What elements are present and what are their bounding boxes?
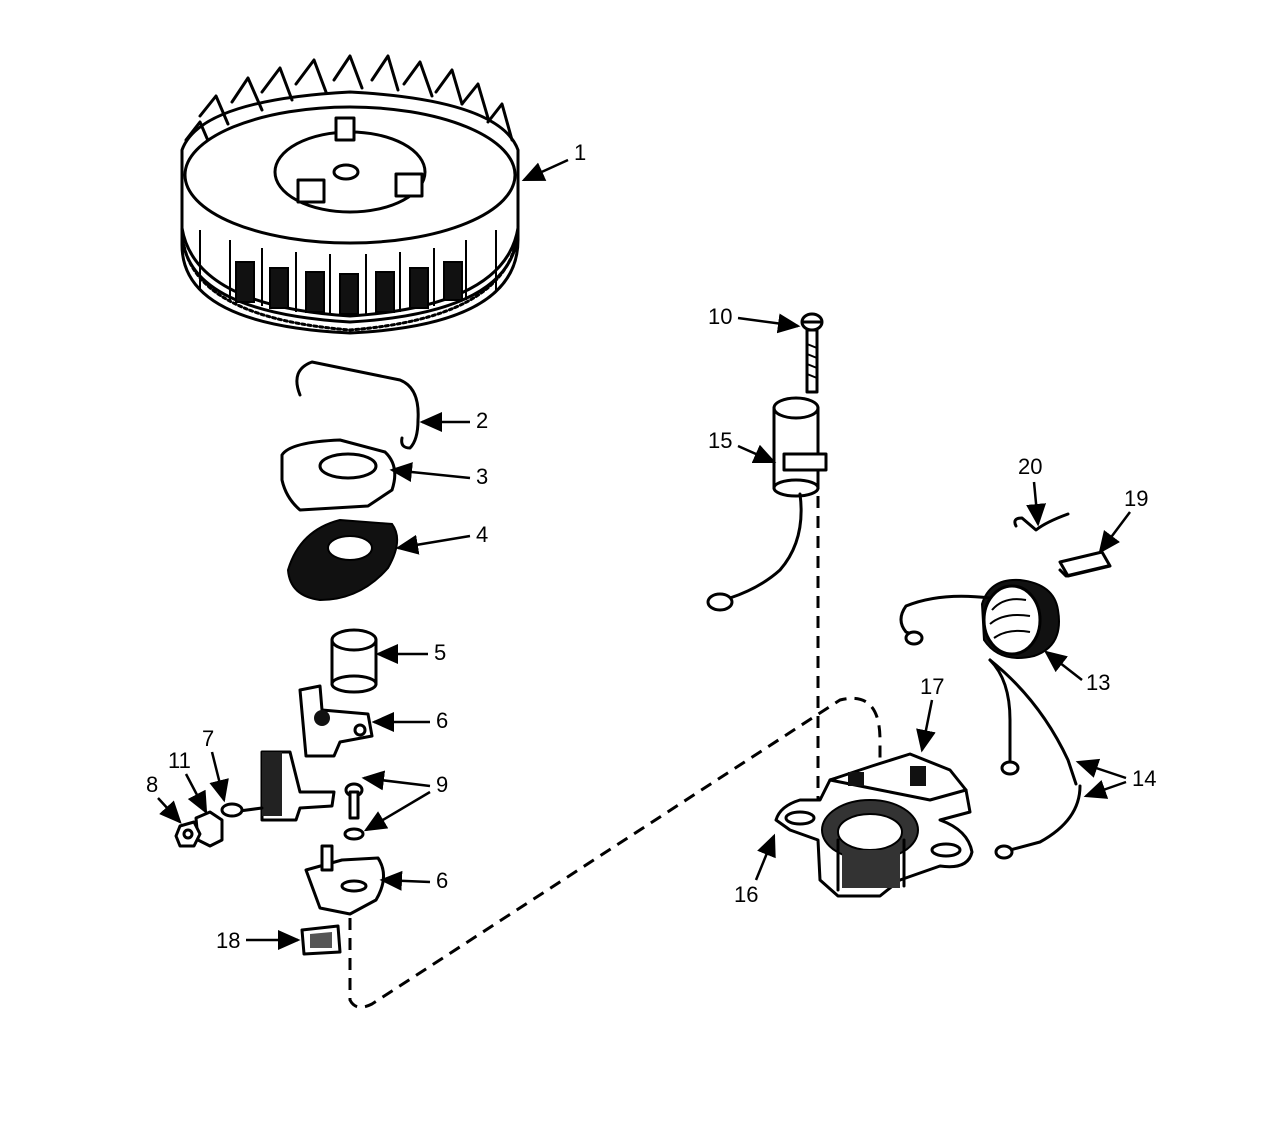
leads-part-14 (988, 658, 1082, 860)
label-10: 10 (708, 304, 732, 329)
label-11: 11 (168, 748, 191, 773)
felt-part-18 (300, 924, 342, 956)
callout-4: 4 (395, 522, 488, 555)
label-1: 1 (574, 140, 586, 165)
label-18: 18 (216, 928, 240, 953)
breaker-cover-part-3 (280, 438, 397, 512)
spring-part-20 (1013, 512, 1070, 532)
label-14: 14 (1132, 766, 1156, 791)
label-19: 19 (1124, 486, 1148, 511)
label-8: 8 (146, 772, 158, 797)
callout-9: 9 (361, 770, 448, 832)
wire-routing-dashed-line (348, 697, 882, 1009)
label-6-upper: 6 (436, 708, 448, 733)
bracket-part-11 (194, 810, 224, 848)
callout-7: 7 (202, 726, 229, 803)
nut-part-8 (174, 820, 202, 848)
label-20: 20 (1018, 454, 1042, 479)
washer-part-7 (220, 802, 244, 818)
callout-16: 16 (734, 833, 776, 907)
label-2: 2 (476, 408, 488, 433)
screw-part-10 (800, 312, 824, 394)
gasket-part-4 (286, 518, 399, 602)
label-5: 5 (434, 640, 446, 665)
callout-18: 18 (216, 928, 301, 953)
callout-17: 17 (916, 674, 944, 753)
contact-point-assembly (174, 750, 336, 848)
callout-13: 13 (1044, 650, 1110, 695)
ignition-coil-part-13 (899, 578, 1060, 659)
label-7: 7 (202, 726, 214, 751)
label-9: 9 (436, 772, 448, 797)
screw-part-9 (343, 782, 365, 841)
mounting-bracket-part-17 (828, 752, 968, 802)
label-6-lower: 6 (436, 868, 448, 893)
clip-part-19 (1058, 550, 1112, 578)
breaker-plate-part-6 (304, 844, 385, 916)
callout-20: 20 (1018, 454, 1047, 527)
callout-5: 5 (375, 640, 446, 665)
callout-6-lower: 6 (379, 868, 448, 893)
callout-2: 2 (419, 408, 488, 433)
breaker-arm-part-6 (298, 684, 374, 758)
callout-3: 3 (389, 462, 488, 489)
callout-6-upper: 6 (371, 708, 448, 733)
label-13: 13 (1086, 670, 1110, 695)
label-16: 16 (734, 882, 758, 907)
spring-clip-part-2 (295, 360, 420, 450)
callout-11: 11 (168, 748, 208, 815)
stator-housing-part-16 (774, 752, 974, 898)
label-4: 4 (476, 522, 488, 547)
label-15: 15 (708, 428, 732, 453)
callout-10: 10 (708, 304, 801, 334)
callout-19: 19 (1098, 486, 1148, 554)
callout-15: 15 (708, 428, 777, 464)
flywheel-part-1 (180, 54, 520, 335)
callout-1: 1 (521, 140, 586, 182)
callout-14: 14 (1075, 758, 1156, 799)
label-3: 3 (476, 464, 488, 489)
bushing-part-5 (330, 628, 378, 694)
condenser-part-15 (706, 396, 828, 612)
callout-8: 8 (146, 772, 182, 824)
label-17: 17 (920, 674, 944, 699)
